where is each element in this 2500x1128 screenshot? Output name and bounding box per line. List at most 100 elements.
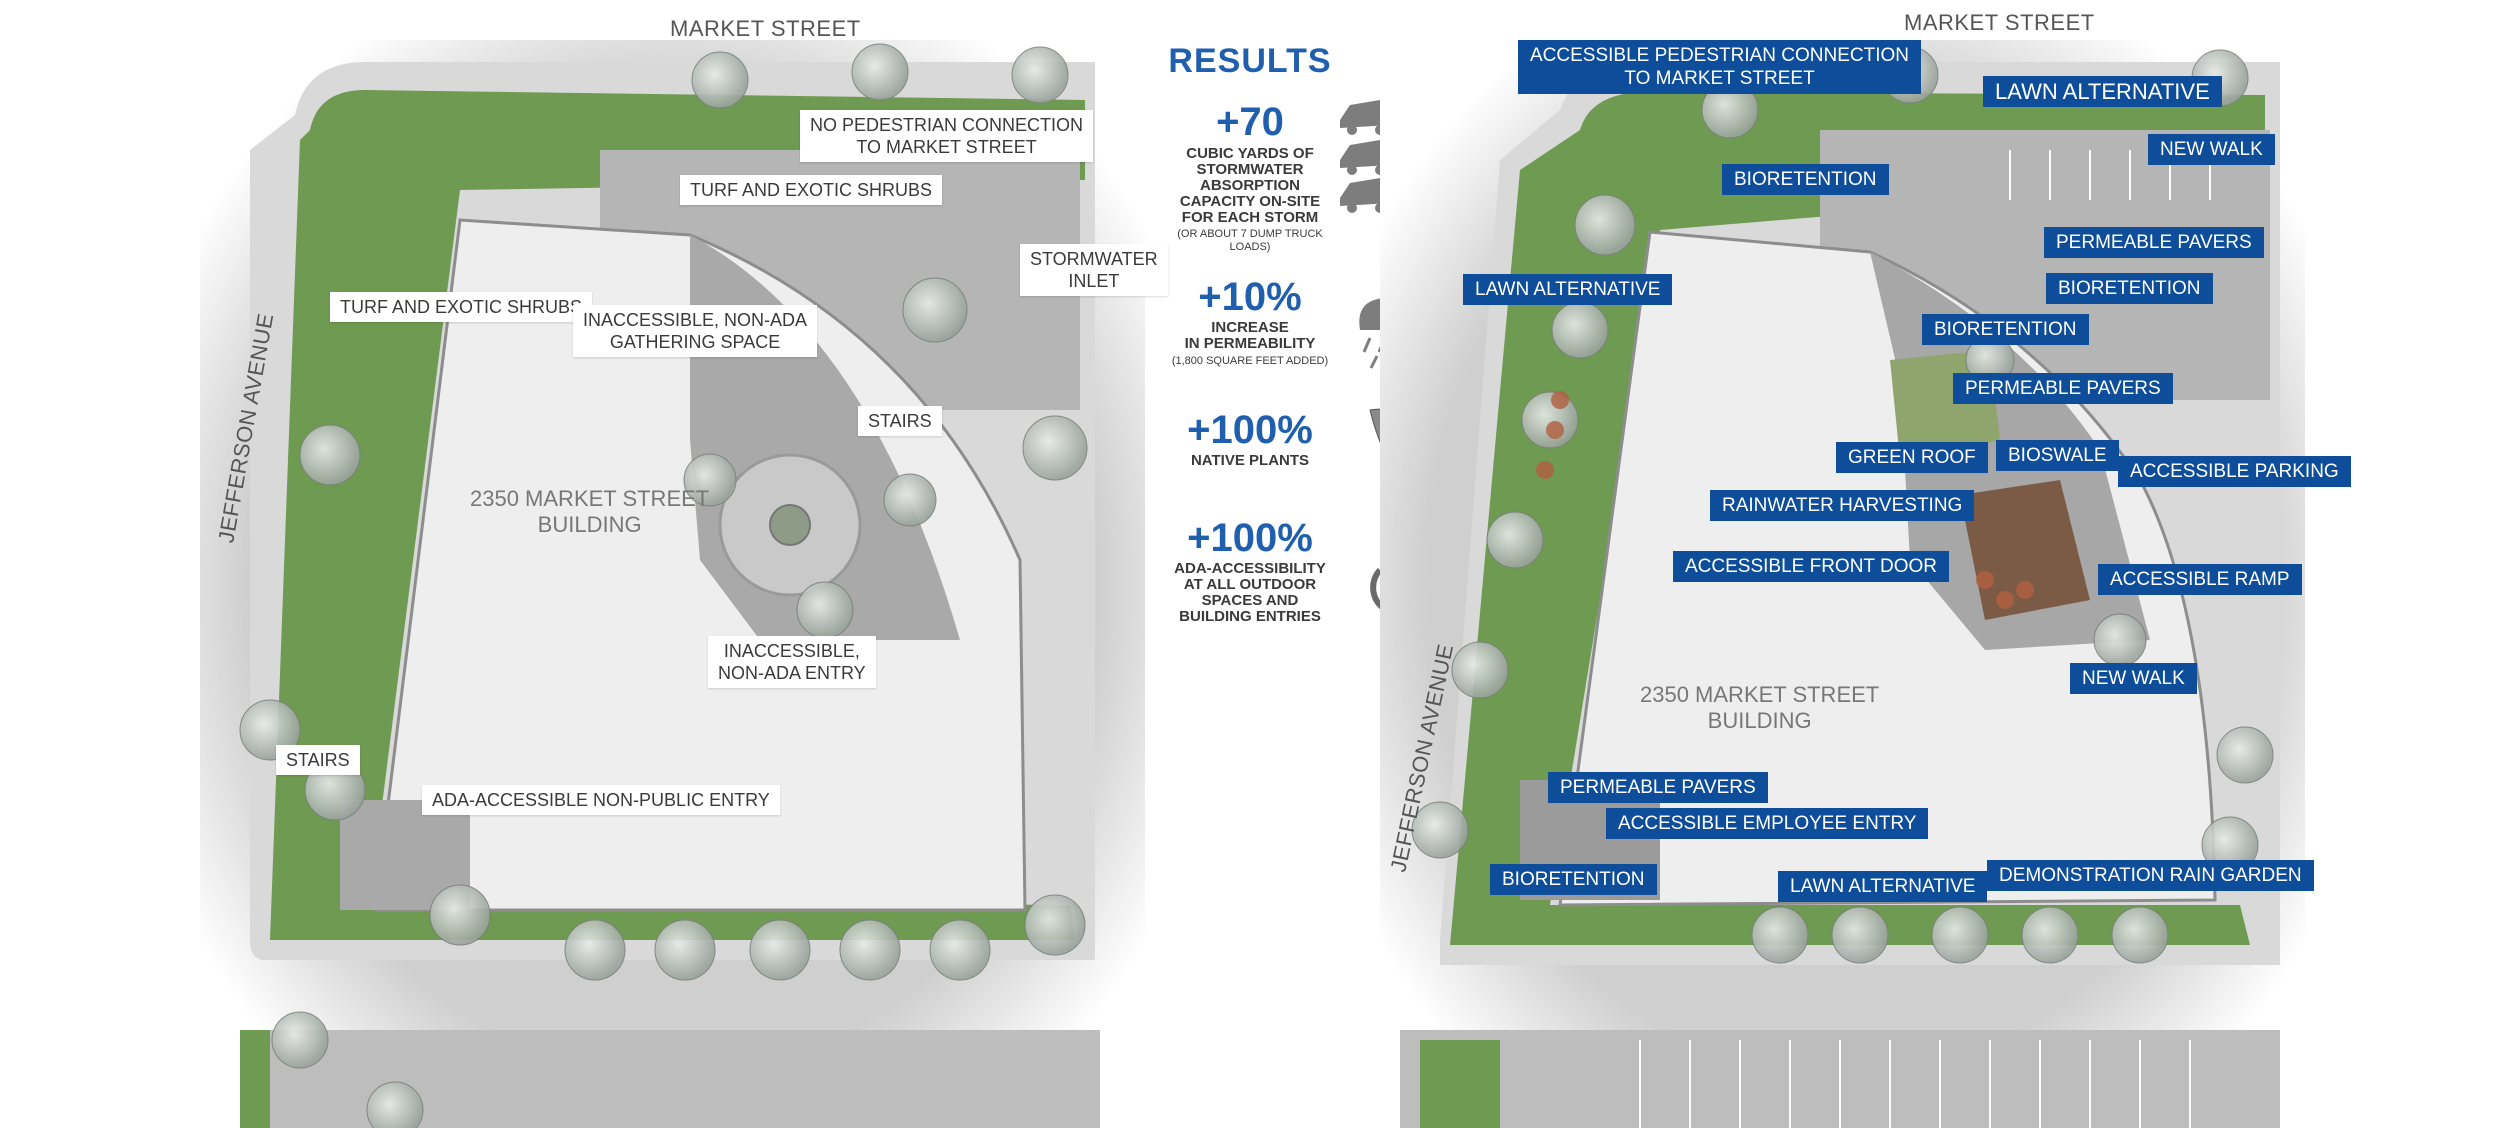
building-name-line: 2350 MARKET STREET xyxy=(470,486,710,511)
callout-line: ACCESSIBLE FRONT DOOR xyxy=(1685,556,1937,577)
trees xyxy=(239,43,1088,1128)
callout-lawn-alternative-south: LAWN ALTERNATIVE xyxy=(1778,871,1988,902)
stat-desc-line: STORMWATER xyxy=(1196,161,1304,178)
callout-line: STAIRS xyxy=(868,411,932,431)
stat-permeability-note: (1,800 SQUARE FEET ADDED) xyxy=(1150,355,1350,368)
callout-line: LAWN ALTERNATIVE xyxy=(1790,876,1976,897)
callout-ada-non-public-entry: ADA-ACCESSIBLE NON-PUBLIC ENTRY xyxy=(422,785,780,815)
callout-lawn-alternative-west: LAWN ALTERNATIVE xyxy=(1463,274,1673,305)
callout-line: PERMEABLE PAVERS xyxy=(1965,378,2161,399)
callout-no-pedestrian-connection: NO PEDESTRIAN CONNECTION TO MARKET STREE… xyxy=(800,110,1094,162)
callout-turf-exotic-shrubs-top: TURF AND EXOTIC SHRUBS xyxy=(680,175,943,205)
callout-line: BIORETENTION xyxy=(2058,278,2201,299)
callout-line: TURF AND EXOTIC SHRUBS xyxy=(690,180,933,200)
callout-line: TO MARKET STREET xyxy=(856,137,1037,157)
callout-line: NO PEDESTRIAN CONNECTION xyxy=(810,115,1084,135)
building-name-line: BUILDING xyxy=(537,512,642,537)
callout-line: STAIRS xyxy=(286,750,350,770)
rainwater-plaza xyxy=(1960,480,2090,620)
callout-bioretention-north: BIORETENTION xyxy=(1722,164,1889,195)
left-building-name: 2350 MARKET STREET BUILDING xyxy=(470,486,709,538)
stat-desc-line: INCREASE xyxy=(1211,319,1289,336)
right-building-name: 2350 MARKET STREET BUILDING xyxy=(1640,682,1879,734)
callout-line: LAWN ALTERNATIVE xyxy=(1475,279,1661,300)
callout-line: GATHERING SPACE xyxy=(609,332,781,352)
right-street-top-label: MARKET STREET xyxy=(1904,10,2095,35)
stat-desc-line: ABSORPTION xyxy=(1199,177,1300,194)
lower-parking-stripes xyxy=(1639,1040,2191,1128)
callout-accessible-employee-entry: ACCESSIBLE EMPLOYEE ENTRY xyxy=(1606,808,1929,839)
callout-line: NON-ADA ENTRY xyxy=(718,663,866,683)
callout-bioswale: BIOSWALE xyxy=(1996,440,2119,471)
callout-bioretention-plaza: BIORETENTION xyxy=(1922,314,2089,345)
stat-desc-line: FOR EACH STORM xyxy=(1181,209,1319,226)
callout-stairs-entry: STAIRS xyxy=(276,745,360,775)
callout-line: GREEN ROOF xyxy=(1848,447,1976,468)
callout-line: NEW WALK xyxy=(2082,668,2185,689)
stat-note-line: (OR ABOUT 7 DUMP TRUCK xyxy=(1177,228,1323,240)
callout-line: TURF AND EXOTIC SHRUBS xyxy=(340,297,583,317)
stat-stormwater-desc: CUBIC YARDS OF STORMWATER ABSORPTION CAP… xyxy=(1150,146,1350,226)
building-name-line: 2350 MARKET STREET xyxy=(1640,682,1880,707)
callout-line: ACCESSIBLE EMPLOYEE ENTRY xyxy=(1618,813,1917,834)
stat-permeability-value: +10% xyxy=(1198,275,1302,319)
callout-line: BIORETENTION xyxy=(1934,319,2077,340)
stat-permeability-desc: INCREASE IN PERMEABILITY xyxy=(1150,320,1350,352)
building-footprint xyxy=(373,218,1027,912)
callout-line: PERMEABLE PAVERS xyxy=(2056,232,2252,253)
callout-permeable-pavers-entry: PERMEABLE PAVERS xyxy=(1548,772,1768,803)
callout-line: ACCESSIBLE RAMP xyxy=(2110,569,2290,590)
callout-line: RAINWATER HARVESTING xyxy=(1722,495,1963,516)
callout-line: LAWN ALTERNATIVE xyxy=(1995,79,2210,104)
stat-native-plants-desc: NATIVE PLANTS xyxy=(1150,453,1350,469)
callout-lawn-alternative-top: LAWN ALTERNATIVE xyxy=(1983,76,2222,107)
callout-new-walk-top: NEW WALK xyxy=(2148,134,2275,165)
stat-desc-line: ADA-ACCESSIBILITY xyxy=(1174,560,1326,577)
callout-line: PERMEABLE PAVERS xyxy=(1560,777,1756,798)
callout-inaccessible-entry: INACCESSIBLE, NON-ADA ENTRY xyxy=(708,636,876,688)
stat-stormwater-value: +70 xyxy=(1216,100,1284,144)
callout-line: ACCESSIBLE PARKING xyxy=(2130,461,2339,482)
building-name-line: BUILDING xyxy=(1707,708,1812,733)
callout-stormwater-inlet: STORMWATER INLET xyxy=(1020,244,1168,296)
stat-ada-value: +100% xyxy=(1187,516,1313,560)
callout-line: TO MARKET STREET xyxy=(1624,68,1815,89)
callout-line: DEMONSTRATION RAIN GARDEN xyxy=(1999,865,2302,886)
callout-line: BIORETENTION xyxy=(1502,869,1645,890)
callout-line: STORMWATER xyxy=(1030,249,1158,269)
native-plantings xyxy=(1536,391,2034,609)
stat-note-line: LOADS) xyxy=(1229,241,1271,253)
callout-line: INACCESSIBLE, NON-ADA xyxy=(583,310,808,330)
lower-grass xyxy=(240,1030,270,1128)
callout-line: BIORETENTION xyxy=(1734,169,1877,190)
callout-line: ADA-ACCESSIBLE NON-PUBLIC ENTRY xyxy=(432,790,770,810)
callout-turf-exotic-shrubs-side: TURF AND EXOTIC SHRUBS xyxy=(330,292,593,322)
callout-inaccessible-gathering-space: INACCESSIBLE, NON-ADA GATHERING SPACE xyxy=(573,305,818,357)
callout-line: NEW WALK xyxy=(2160,139,2263,160)
callout-permeable-pavers-parking: PERMEABLE PAVERS xyxy=(2044,227,2264,258)
stat-desc-line: IN PERMEABILITY xyxy=(1184,335,1316,352)
left-street-top-label: MARKET STREET xyxy=(670,16,861,41)
callout-accessible-front-door: ACCESSIBLE FRONT DOOR xyxy=(1673,551,1949,582)
fountain-center xyxy=(769,504,811,546)
callout-stairs-plaza: STAIRS xyxy=(858,406,942,436)
stat-desc-line: BUILDING ENTRIES xyxy=(1179,608,1321,625)
callout-line: INACCESSIBLE, xyxy=(723,641,860,661)
callout-accessible-pedestrian-connection: ACCESSIBLE PEDESTRIAN CONNECTION TO MARK… xyxy=(1518,40,1922,94)
callout-green-roof: GREEN ROOF xyxy=(1836,442,1988,473)
stat-desc-line: NATIVE PLANTS xyxy=(1190,452,1310,469)
callout-bioretention-entry: BIORETENTION xyxy=(1490,864,1657,895)
stat-native-plants-value: +100% xyxy=(1187,408,1313,452)
stat-desc-line: AT ALL OUTDOOR xyxy=(1183,576,1317,593)
callout-demonstration-rain-garden: DEMONSTRATION RAIN GARDEN xyxy=(1987,860,2314,891)
stat-ada-desc: ADA-ACCESSIBILITY AT ALL OUTDOOR SPACES … xyxy=(1150,561,1350,625)
callout-rainwater-harvesting: RAINWATER HARVESTING xyxy=(1710,490,1975,521)
callout-accessible-ramp: ACCESSIBLE RAMP xyxy=(2098,564,2302,595)
stat-stormwater-note: (OR ABOUT 7 DUMP TRUCK LOADS) xyxy=(1150,228,1350,254)
callout-bioretention-parking: BIORETENTION xyxy=(2046,273,2213,304)
callout-accessible-parking: ACCESSIBLE PARKING xyxy=(2118,456,2351,487)
stat-desc-line: SPACES AND xyxy=(1201,592,1299,609)
